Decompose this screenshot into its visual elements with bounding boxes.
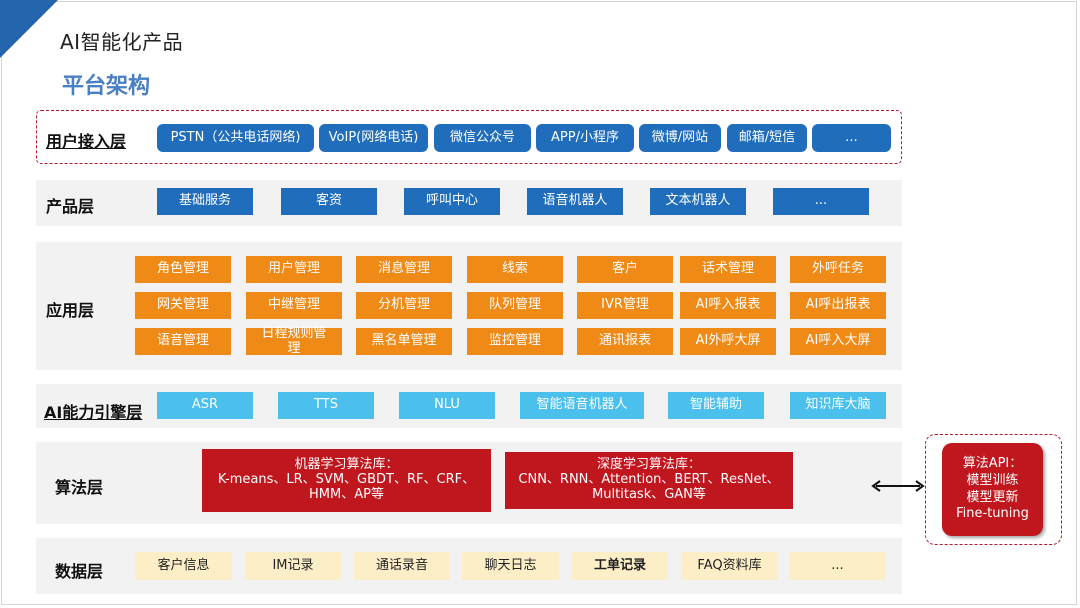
ai-item-knowledge: 知识库大脑 [790, 392, 886, 419]
data-item-ticket-records: 工单记录 [572, 552, 668, 580]
app-item-ai-inbound-report: AI呼入报表 [680, 292, 776, 319]
dl-library-line1: CNN、RNN、Attention、BERT、ResNet、 [518, 472, 780, 488]
app-item-ai-inbound-screen: AI呼入大屏 [790, 328, 886, 355]
api-model-update: 模型更新 [966, 489, 1019, 505]
user-item-app: APP/小程序 [536, 124, 634, 152]
app-item-user: 用户管理 [246, 256, 342, 283]
app-item-role: 角色管理 [135, 256, 231, 283]
product-item-textbot: 文本机器人 [650, 188, 746, 215]
ml-library-title: 机器学习算法库： [294, 457, 399, 473]
user-item-pstn: PSTN（公共电话网络) [157, 124, 314, 152]
product-item-leads: 客资 [281, 188, 377, 215]
page-subtitle: 平台架构 [62, 74, 151, 99]
app-item-voice: 语音管理 [135, 328, 231, 355]
product-layer-label: 产品层 [46, 197, 95, 216]
app-item-outbound-task: 外呼任务 [790, 256, 886, 283]
user-item-voip: VoIP(网络电话) [319, 124, 428, 152]
algorithm-layer-label: 算法层 [55, 478, 104, 497]
ai-item-assist: 智能辅助 [668, 392, 764, 419]
user-access-layer-label: 用户接入层 [46, 132, 127, 151]
ml-library-line1: K-means、LR、SVM、GBDT、RF、CRF、 [217, 472, 476, 488]
app-item-script: 话术管理 [680, 256, 776, 283]
data-item-chat-logs: 聊天日志 [462, 552, 559, 580]
corner-decoration [0, 0, 58, 58]
app-item-ai-outbound-report: AI呼出报表 [790, 292, 886, 319]
app-item-gateway: 网关管理 [135, 292, 231, 319]
app-item-extension: 分机管理 [356, 292, 452, 319]
api-fine-tuning: Fine-tuning [956, 506, 1029, 522]
user-item-email: 邮箱/短信 [727, 124, 807, 152]
app-item-blacklist: 黑名单管理 [356, 328, 452, 355]
product-item-callcenter: 呼叫中心 [404, 188, 500, 215]
api-title: 算法API： [962, 455, 1023, 471]
app-item-schedule-rule: 日程规则管理 [246, 326, 342, 355]
api-model-training: 模型训练 [966, 472, 1019, 488]
app-item-comm-report: 通讯报表 [577, 328, 673, 355]
app-item-customer: 客户 [577, 256, 673, 283]
app-item-trunk: 中继管理 [246, 292, 342, 319]
data-layer-label: 数据层 [55, 562, 104, 581]
ml-library-line2: HMM、AP等 [309, 486, 384, 502]
algorithm-api-box: 算法API： 模型训练 模型更新 Fine-tuning [942, 443, 1043, 536]
app-item-queue: 队列管理 [467, 292, 563, 319]
ai-item-tts: TTS [278, 392, 374, 419]
app-item-ai-outbound-screen: AI外呼大屏 [680, 328, 776, 355]
app-item-leads: 线索 [467, 256, 563, 283]
ml-algorithm-library: 机器学习算法库： K-means、LR、SVM、GBDT、RF、CRF、 HMM… [202, 449, 491, 512]
product-item-basic: 基础服务 [157, 188, 253, 215]
dl-algorithm-library: 深度学习算法库： CNN、RNN、Attention、BERT、ResNet、 … [505, 452, 793, 509]
app-item-message: 消息管理 [356, 256, 452, 283]
data-item-more: ... [789, 552, 886, 580]
user-item-wechat: 微信公众号 [434, 124, 531, 152]
product-item-more: ... [773, 188, 869, 215]
user-item-weibo: 微博/网站 [639, 124, 721, 152]
app-item-monitor: 监控管理 [467, 328, 563, 355]
data-item-customer-info: 客户信息 [135, 552, 232, 580]
application-layer-label: 应用层 [46, 301, 95, 320]
app-item-ivr: IVR管理 [577, 292, 673, 319]
data-item-faq: FAQ资料库 [681, 552, 778, 580]
ai-item-voice-robot: 智能语音机器人 [520, 392, 644, 419]
algorithm-api-container [925, 434, 1062, 545]
double-arrow-icon [871, 480, 925, 492]
dl-library-line2: Multitask、GAN等 [592, 486, 706, 502]
ai-item-asr: ASR [157, 392, 253, 419]
dl-library-title: 深度学习算法库： [596, 457, 701, 473]
product-item-voicebot: 语音机器人 [527, 188, 623, 215]
data-item-call-recordings: 通话录音 [354, 552, 450, 580]
user-item-more: ... [812, 124, 891, 152]
data-item-im-records: IM记录 [245, 552, 341, 580]
ai-item-nlu: NLU [399, 392, 495, 419]
ai-engine-layer-label: AI能力引擎层 [44, 403, 143, 422]
page-title: AI智能化产品 [60, 30, 184, 54]
